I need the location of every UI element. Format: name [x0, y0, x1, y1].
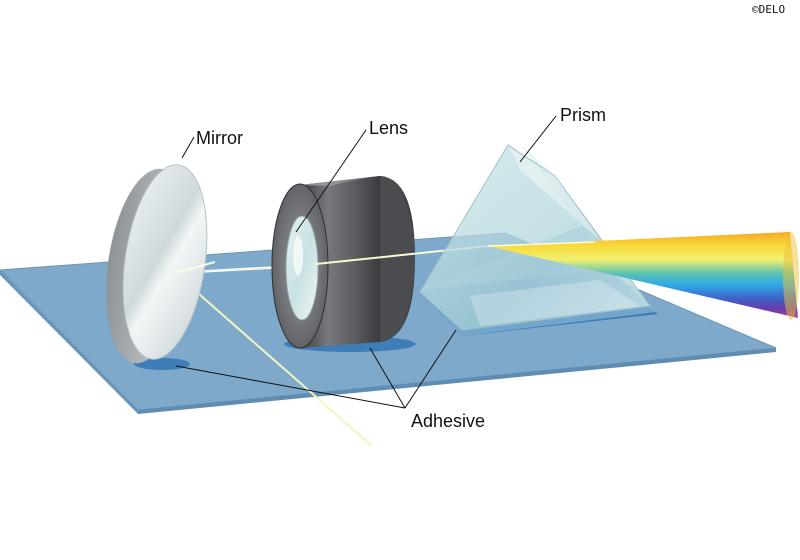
- leader-lines: [175, 115, 557, 409]
- adhesive-mirror: [134, 358, 190, 370]
- adhesive-leader-prism: [404, 329, 457, 409]
- prism-leader: [519, 115, 557, 163]
- copyright-text: ©DELO: [752, 3, 785, 16]
- lens-label: Lens: [369, 118, 408, 138]
- adhesive-leader-lens: [369, 347, 406, 409]
- prism-label: Prism: [560, 105, 606, 125]
- adhesive-label: Adhesive: [411, 411, 485, 431]
- mirror-face: [122, 164, 208, 360]
- mirror: [106, 164, 216, 364]
- light-spectrum: [488, 232, 798, 318]
- mirror-leader: [181, 136, 195, 159]
- lens-leader: [295, 129, 367, 233]
- mirror-label: Mirror: [196, 128, 243, 148]
- adhesive-leader-mirror: [175, 365, 406, 409]
- prism-front-face: [419, 144, 651, 331]
